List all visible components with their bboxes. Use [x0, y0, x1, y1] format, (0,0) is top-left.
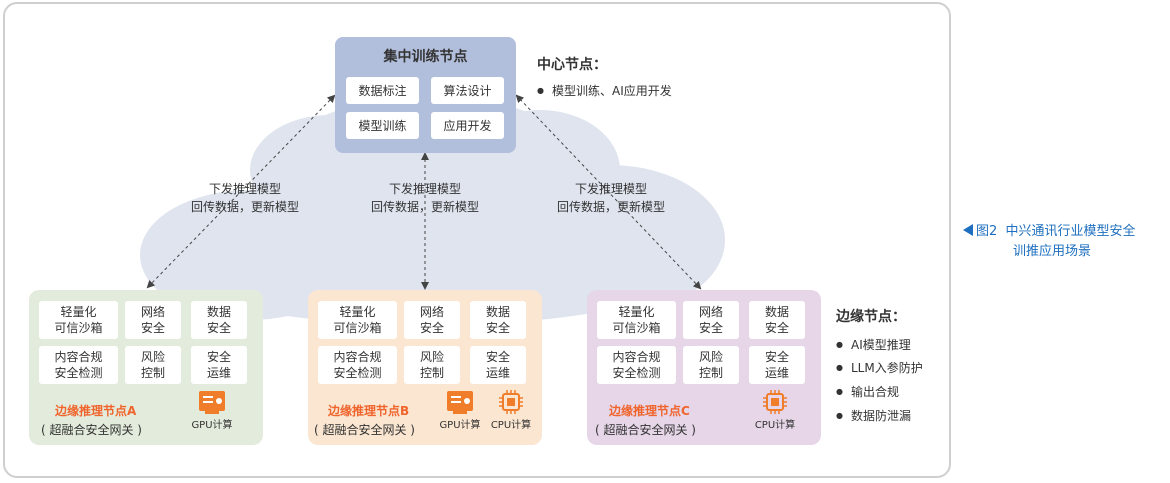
- edge-box-content-compliance: 内容合规 安全检测: [597, 346, 676, 384]
- edge-box-lightweight-sandbox: 轻量化 可信沙箱: [39, 301, 118, 339]
- edge-box-data-security: 数据 安全: [749, 301, 805, 339]
- cpu-icon: [763, 390, 787, 414]
- edge-box-network-security: 网络 安全: [683, 301, 739, 339]
- edge-box-content-compliance: 内容合规 安全检测: [39, 346, 118, 384]
- edge-box-lightweight-sandbox: 轻量化 可信沙箱: [318, 301, 397, 339]
- edge-box-security-ops: 安全 运维: [749, 346, 805, 384]
- caption-triangle-icon: [963, 224, 973, 236]
- edge-box-network-security: 网络 安全: [125, 301, 181, 339]
- center-desc-item: 模型训练、AI应用开发: [537, 82, 672, 99]
- edge-node-b-subtitle: ( 超融合安全网关 ): [314, 423, 415, 437]
- cpu-chip: CPU计算: [750, 388, 800, 431]
- arrow-label-line: 下发推理模型: [208, 182, 281, 196]
- edge-desc-item: 数据防泄漏: [836, 407, 911, 424]
- edge-node-c-subtitle: ( 超融合安全网关 ): [595, 423, 696, 437]
- center-desc-title: 中心节点：: [537, 57, 607, 73]
- arrow-label-line: 回传数据，更新模型: [556, 200, 665, 214]
- edge-node-a-subtitle: ( 超融合安全网关 ): [41, 423, 142, 437]
- edge-node-b-title: 边缘推理节点B: [328, 404, 410, 418]
- edge-node-c: 轻量化 可信沙箱 网络 安全 数据 安全 内容合规 安全检测 风险 控制 安全 …: [587, 290, 821, 445]
- arrow-label-line: 下发推理模型: [388, 182, 461, 196]
- arrow-right: [515, 94, 702, 290]
- central-training-node: 集中训练节点 数据标注 算法设计 模型训练 应用开发: [335, 37, 516, 153]
- center-box-algorithm-design: 算法设计: [431, 77, 504, 104]
- arrow-label-left: 下发推理模型 回传数据，更新模型: [180, 180, 310, 216]
- edge-node-a: 轻量化 可信沙箱 网络 安全 数据 安全 内容合规 安全检测 风险 控制 安全 …: [29, 290, 263, 445]
- cpu-icon: [499, 390, 523, 414]
- edge-desc-item: LLM入参防护: [836, 359, 923, 376]
- gpu-icon: [199, 391, 225, 414]
- center-box-data-labeling: 数据标注: [346, 77, 419, 104]
- arrow-label-right: 下发推理模型 回传数据，更新模型: [546, 180, 676, 216]
- center-box-app-development: 应用开发: [431, 112, 504, 139]
- cpu-chip-label: CPU计算: [754, 420, 796, 431]
- arrow-label-line: 回传数据，更新模型: [370, 200, 479, 214]
- arrow-left: [146, 94, 336, 289]
- edge-node-a-title: 边缘推理节点A: [55, 404, 137, 418]
- center-box-model-training: 模型训练: [346, 112, 419, 139]
- edge-box-data-security: 数据 安全: [470, 301, 526, 339]
- edge-box-security-ops: 安全 运维: [470, 346, 526, 384]
- edge-desc-title: 边缘节点：: [836, 309, 906, 325]
- gpu-chip: GPU计算: [187, 388, 237, 431]
- edge-node-b: 轻量化 可信沙箱 网络 安全 数据 安全 内容合规 安全检测 风险 控制 安全 …: [308, 290, 542, 445]
- arrow-label-line: 下发推理模型: [574, 182, 647, 196]
- caption-line-2: 训推应用场景: [1013, 244, 1092, 259]
- edge-box-risk-control: 风险 控制: [125, 346, 181, 384]
- arrow-label-line: 回传数据，更新模型: [190, 200, 299, 214]
- edge-desc-item: AI模型推理: [836, 336, 911, 353]
- edge-node-c-title: 边缘推理节点C: [609, 404, 690, 418]
- edge-box-data-security: 数据 安全: [191, 301, 247, 339]
- gpu-chip-label: GPU计算: [191, 420, 233, 431]
- arrow-label-middle: 下发推理模型 回传数据，更新模型: [360, 180, 490, 216]
- central-node-title: 集中训练节点: [383, 49, 468, 65]
- gpu-chip: GPU计算: [435, 388, 485, 431]
- edge-box-security-ops: 安全 运维: [191, 346, 247, 384]
- edge-box-network-security: 网络 安全: [404, 301, 460, 339]
- caption-line-1: 中兴通讯行业模型安全: [1005, 224, 1136, 239]
- edge-box-risk-control: 风险 控制: [404, 346, 460, 384]
- edge-box-risk-control: 风险 控制: [683, 346, 739, 384]
- gpu-chip-label: GPU计算: [439, 420, 481, 431]
- edge-desc-item: 输出合规: [836, 383, 899, 400]
- figure-caption: 图2 中兴通讯行业模型安全 训推应用场景: [963, 222, 1136, 262]
- cpu-chip: CPU计算: [486, 388, 536, 431]
- gpu-icon: [447, 391, 473, 414]
- figure-number: 图2: [976, 224, 998, 239]
- edge-box-content-compliance: 内容合规 安全检测: [318, 346, 397, 384]
- cpu-chip-label: CPU计算: [490, 420, 532, 431]
- edge-box-lightweight-sandbox: 轻量化 可信沙箱: [597, 301, 676, 339]
